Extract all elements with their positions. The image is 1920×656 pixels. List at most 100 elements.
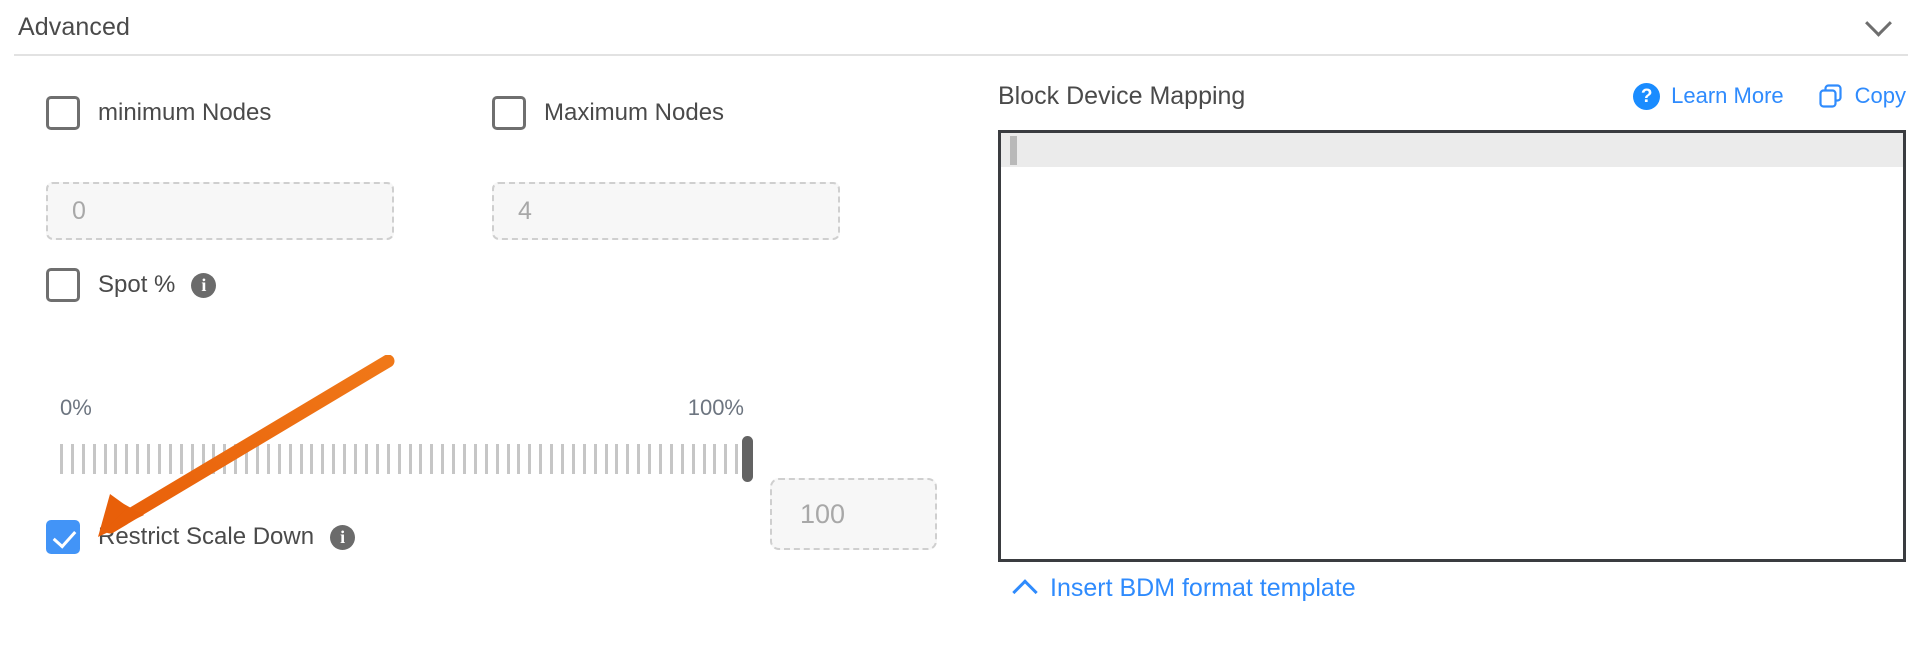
- restrict-scale-down-checkbox[interactable]: [46, 520, 80, 554]
- slider-tick: [462, 444, 466, 474]
- block-device-mapping-panel: Block Device Mapping ? Learn More Copy: [998, 70, 1906, 605]
- slider-tick: [299, 444, 303, 474]
- bdm-header: Block Device Mapping ? Learn More Copy: [998, 70, 1906, 122]
- slider-tick: [495, 444, 499, 474]
- chevron-down-icon[interactable]: [1858, 8, 1898, 48]
- slider-tick: [593, 444, 597, 474]
- editor-caret: [1010, 136, 1017, 165]
- slider-tick: [266, 444, 270, 474]
- slider-tick: [81, 444, 85, 474]
- slider-tick: [430, 444, 434, 474]
- slider-tick: [484, 444, 488, 474]
- slider-tick: [343, 444, 347, 474]
- slider-max-label: 100%: [687, 395, 744, 420]
- max-nodes-row: Maximum Nodes: [492, 96, 724, 130]
- slider-tick: [136, 444, 140, 474]
- info-icon[interactable]: i: [191, 272, 217, 298]
- slider-tick: [114, 444, 118, 474]
- question-circle-icon: ?: [1633, 82, 1661, 110]
- slider-tick: [680, 444, 684, 474]
- slider-tick: [735, 444, 739, 474]
- slider-tick: [560, 444, 564, 474]
- bdm-actions: ? Learn More Copy: [1633, 70, 1906, 122]
- slider-tick: [408, 444, 412, 474]
- slider-tick: [354, 444, 358, 474]
- spot-percent-checkbox[interactable]: [46, 268, 80, 302]
- slider-tick: [223, 444, 227, 474]
- slider-tick: [125, 444, 129, 474]
- slider-tick: [648, 444, 652, 474]
- left-column: minimum Nodes Maximum Nodes 0 4 Spot % i…: [0, 70, 960, 656]
- spot-percent-label: Spot %: [98, 271, 176, 298]
- slider-tick: [528, 444, 532, 474]
- slider-tick: [256, 444, 260, 474]
- slider-tick: [60, 444, 63, 474]
- slider-tick: [604, 444, 608, 474]
- slider-tick: [452, 444, 456, 474]
- slider-tick: [190, 444, 194, 474]
- slider-tick: [288, 444, 292, 474]
- insert-bdm-template-link: Insert BDM format template: [1050, 574, 1356, 602]
- min-nodes-input[interactable]: 0: [46, 182, 394, 240]
- slider-tick: [158, 444, 162, 474]
- copy-button[interactable]: Copy: [1818, 83, 1906, 109]
- slider-tick: [473, 444, 477, 474]
- slider-tick: [419, 444, 423, 474]
- slider-tick: [212, 444, 216, 474]
- slider-tick: [637, 444, 641, 474]
- slider-tick: [658, 444, 662, 474]
- bdm-footer[interactable]: Insert BDM format template: [998, 574, 1906, 605]
- editor-active-line: [1001, 133, 1903, 167]
- header-divider: [14, 54, 1908, 56]
- slider-tick: [375, 444, 379, 474]
- min-nodes-label: minimum Nodes: [98, 99, 272, 126]
- spot-percent-value-input[interactable]: 100: [770, 478, 937, 550]
- slider-tick: [179, 444, 183, 474]
- slider-tick: [397, 444, 401, 474]
- slider-tick: [713, 444, 717, 474]
- max-nodes-input[interactable]: 4: [492, 182, 840, 240]
- slider-tick: [310, 444, 314, 474]
- slider-tick: [539, 444, 543, 474]
- bdm-title: Block Device Mapping: [998, 81, 1246, 110]
- bdm-code-editor[interactable]: [998, 130, 1906, 562]
- slider-tick: [582, 444, 586, 474]
- slider-tick: [103, 444, 107, 474]
- copy-icon: [1819, 84, 1842, 108]
- slider-tick: [669, 444, 673, 474]
- slider-tick: [441, 444, 445, 474]
- slider-tick: [245, 444, 249, 474]
- spot-percent-row: Spot % i: [46, 268, 217, 302]
- info-icon[interactable]: i: [330, 524, 356, 550]
- chevron-down-glyph: [1864, 9, 1892, 37]
- slider-tick: [615, 444, 619, 474]
- spot-percent-slider-group: 0% 100%: [60, 395, 753, 482]
- slider-tick: [168, 444, 172, 474]
- restrict-scale-down-label: Restrict Scale Down: [98, 523, 315, 550]
- chevron-up-icon: [1012, 579, 1038, 605]
- slider-tick: [147, 444, 151, 474]
- slider-tick: [70, 444, 74, 474]
- slider-tick: [550, 444, 554, 474]
- slider-tick: [571, 444, 575, 474]
- slider-tick: [386, 444, 390, 474]
- slider-tick: [201, 444, 205, 474]
- spot-percent-slider[interactable]: [60, 436, 753, 482]
- slider-handle[interactable]: [742, 436, 753, 482]
- slider-tick: [332, 444, 336, 474]
- learn-more-link[interactable]: ? Learn More: [1633, 82, 1784, 110]
- slider-range-labels: 0% 100%: [60, 395, 750, 425]
- copy-label: Copy: [1854, 83, 1906, 108]
- slider-tick: [724, 444, 728, 474]
- slider-tick: [691, 444, 695, 474]
- slider-tick: [702, 444, 706, 474]
- max-nodes-checkbox[interactable]: [492, 96, 526, 130]
- slider-min-label: 0%: [60, 395, 92, 420]
- learn-more-label: Learn More: [1671, 83, 1784, 108]
- min-nodes-checkbox[interactable]: [46, 96, 80, 130]
- slider-tick: [277, 444, 281, 474]
- slider-tick: [92, 444, 96, 474]
- slider-tick: [626, 444, 630, 474]
- slider-tick: [506, 444, 510, 474]
